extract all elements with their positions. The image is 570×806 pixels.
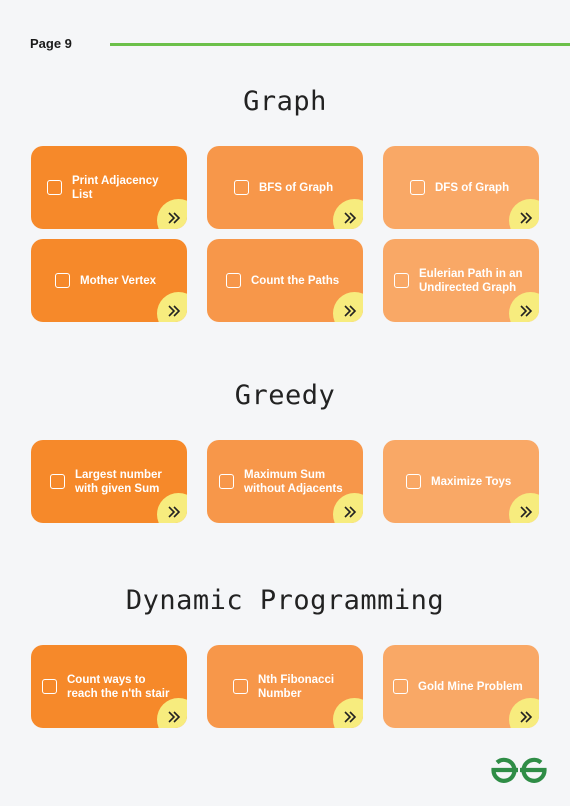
checkbox-icon[interactable] bbox=[410, 180, 425, 195]
problem-title: Maximum Sum without Adjacents bbox=[244, 468, 343, 495]
problem-card-nth-fibonacci[interactable]: Nth Fibonacci Number bbox=[207, 645, 363, 728]
problem-title: Largest number with given Sum bbox=[75, 468, 162, 495]
double-chevron-right-icon[interactable] bbox=[342, 504, 358, 520]
double-chevron-right-icon[interactable] bbox=[166, 504, 182, 520]
checkbox-icon[interactable] bbox=[219, 474, 234, 489]
problem-title: BFS of Graph bbox=[259, 181, 334, 194]
double-chevron-right-icon[interactable] bbox=[518, 709, 534, 725]
problem-card-maximum-sum[interactable]: Maximum Sum without Adjacents bbox=[207, 440, 363, 523]
double-chevron-right-icon[interactable] bbox=[342, 709, 358, 725]
problem-card-mother-vertex[interactable]: Mother Vertex bbox=[31, 239, 187, 322]
problem-card-bfs-of-graph[interactable]: BFS of Graph bbox=[207, 146, 363, 229]
double-chevron-right-icon[interactable] bbox=[166, 709, 182, 725]
problem-card-print-adjacency-list[interactable]: Print Adjacency List bbox=[31, 146, 187, 229]
graph-problem-grid: Print Adjacency List BFS of Graph DFS of… bbox=[31, 146, 539, 322]
greedy-problem-grid: Largest number with given Sum Maximum Su… bbox=[31, 440, 539, 523]
double-chevron-right-icon[interactable] bbox=[518, 303, 534, 319]
double-chevron-right-icon[interactable] bbox=[166, 303, 182, 319]
problem-title: Mother Vertex bbox=[80, 274, 157, 287]
problem-card-dfs-of-graph[interactable]: DFS of Graph bbox=[383, 146, 539, 229]
double-chevron-right-icon[interactable] bbox=[342, 210, 358, 226]
section-title-graph: Graph bbox=[243, 86, 327, 117]
problem-title: Count the Paths bbox=[251, 274, 340, 287]
checkbox-icon[interactable] bbox=[226, 273, 241, 288]
problem-title: DFS of Graph bbox=[435, 181, 510, 194]
problem-card-largest-number[interactable]: Largest number with given Sum bbox=[31, 440, 187, 523]
problem-card-count-the-paths[interactable]: Count the Paths bbox=[207, 239, 363, 322]
checkbox-icon[interactable] bbox=[234, 180, 249, 195]
header-rule bbox=[110, 43, 570, 46]
double-chevron-right-icon[interactable] bbox=[166, 210, 182, 226]
problem-card-maximize-toys[interactable]: Maximize Toys bbox=[383, 440, 539, 523]
checkbox-icon[interactable] bbox=[394, 273, 409, 288]
problem-title: Count ways to reach the n'th stair bbox=[67, 673, 170, 700]
checkbox-icon[interactable] bbox=[47, 180, 62, 195]
problem-card-count-ways-stair[interactable]: Count ways to reach the n'th stair bbox=[31, 645, 187, 728]
checkbox-icon[interactable] bbox=[50, 474, 65, 489]
checkbox-icon[interactable] bbox=[42, 679, 57, 694]
double-chevron-right-icon[interactable] bbox=[518, 210, 534, 226]
geeksforgeeks-logo-icon bbox=[491, 757, 547, 783]
problem-title: Eulerian Path in an Undirected Graph bbox=[419, 267, 523, 294]
checkbox-icon[interactable] bbox=[406, 474, 421, 489]
page-number: Page 9 bbox=[30, 36, 72, 51]
problem-card-gold-mine[interactable]: Gold Mine Problem bbox=[383, 645, 539, 728]
problem-title: Print Adjacency List bbox=[72, 174, 159, 201]
problem-title: Maximize Toys bbox=[431, 475, 512, 488]
double-chevron-right-icon[interactable] bbox=[342, 303, 358, 319]
checkbox-icon[interactable] bbox=[55, 273, 70, 288]
problem-title: Gold Mine Problem bbox=[418, 680, 523, 693]
double-chevron-right-icon[interactable] bbox=[518, 504, 534, 520]
problem-title: Nth Fibonacci Number bbox=[258, 673, 335, 700]
section-title-dynamic-programming: Dynamic Programming bbox=[125, 585, 445, 616]
dp-problem-grid: Count ways to reach the n'th stair Nth F… bbox=[31, 645, 539, 728]
section-title-greedy: Greedy bbox=[234, 380, 336, 411]
problem-card-eulerian-path[interactable]: Eulerian Path in an Undirected Graph bbox=[383, 239, 539, 322]
checkbox-icon[interactable] bbox=[393, 679, 408, 694]
checkbox-icon[interactable] bbox=[233, 679, 248, 694]
